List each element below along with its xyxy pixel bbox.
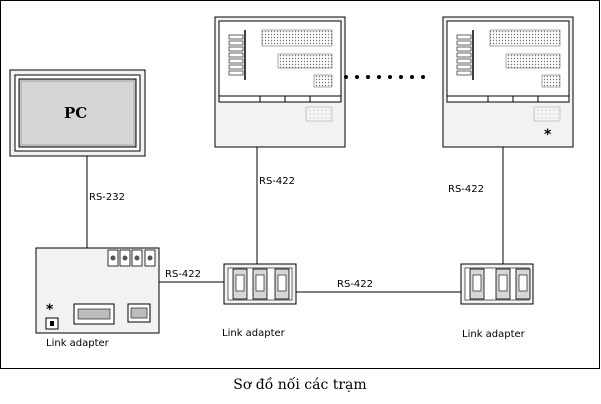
label-link-adapter-2: Link adapter xyxy=(222,328,286,339)
hmi2-asterisk-mark: * xyxy=(544,127,552,143)
label-rs422-adapter1-2: RS-422 xyxy=(165,269,201,280)
link-adapter-1: * xyxy=(35,247,160,334)
hmi1-speaker-grille xyxy=(305,106,333,122)
hmi2-display-block xyxy=(541,74,561,88)
link-adapter-3 xyxy=(460,263,534,305)
hmi-panel-2: * xyxy=(442,16,574,148)
hmi1-display-block xyxy=(277,53,333,69)
ellipsis-dots xyxy=(344,75,425,79)
pc-label: PC xyxy=(64,104,87,122)
hmi2-key-column xyxy=(456,30,474,80)
link-adapter-2 xyxy=(223,263,297,305)
label-rs422-hmi2: RS-422 xyxy=(448,184,484,195)
hmi2-speaker-grille xyxy=(533,106,561,122)
hmi1-key-column xyxy=(228,30,246,80)
label-link-adapter-1: Link adapter xyxy=(46,338,110,349)
hmi1-display-block xyxy=(313,74,333,88)
hmi1-display-block xyxy=(261,29,333,47)
hmi2-display-block xyxy=(489,29,561,47)
pc-monitor: PC xyxy=(9,69,146,157)
label-link-adapter-3: Link adapter xyxy=(462,329,526,340)
label-rs232: RS-232 xyxy=(89,192,125,203)
diagram-caption: Sơ đồ nối các trạm xyxy=(233,376,366,393)
hmi-panel-1 xyxy=(214,16,346,148)
hmi2-display-block xyxy=(505,53,561,69)
label-rs422-hmi1: RS-422 xyxy=(259,176,295,187)
adapter1-asterisk-mark: * xyxy=(46,302,54,318)
label-rs422-adapter2-3: RS-422 xyxy=(337,279,373,290)
